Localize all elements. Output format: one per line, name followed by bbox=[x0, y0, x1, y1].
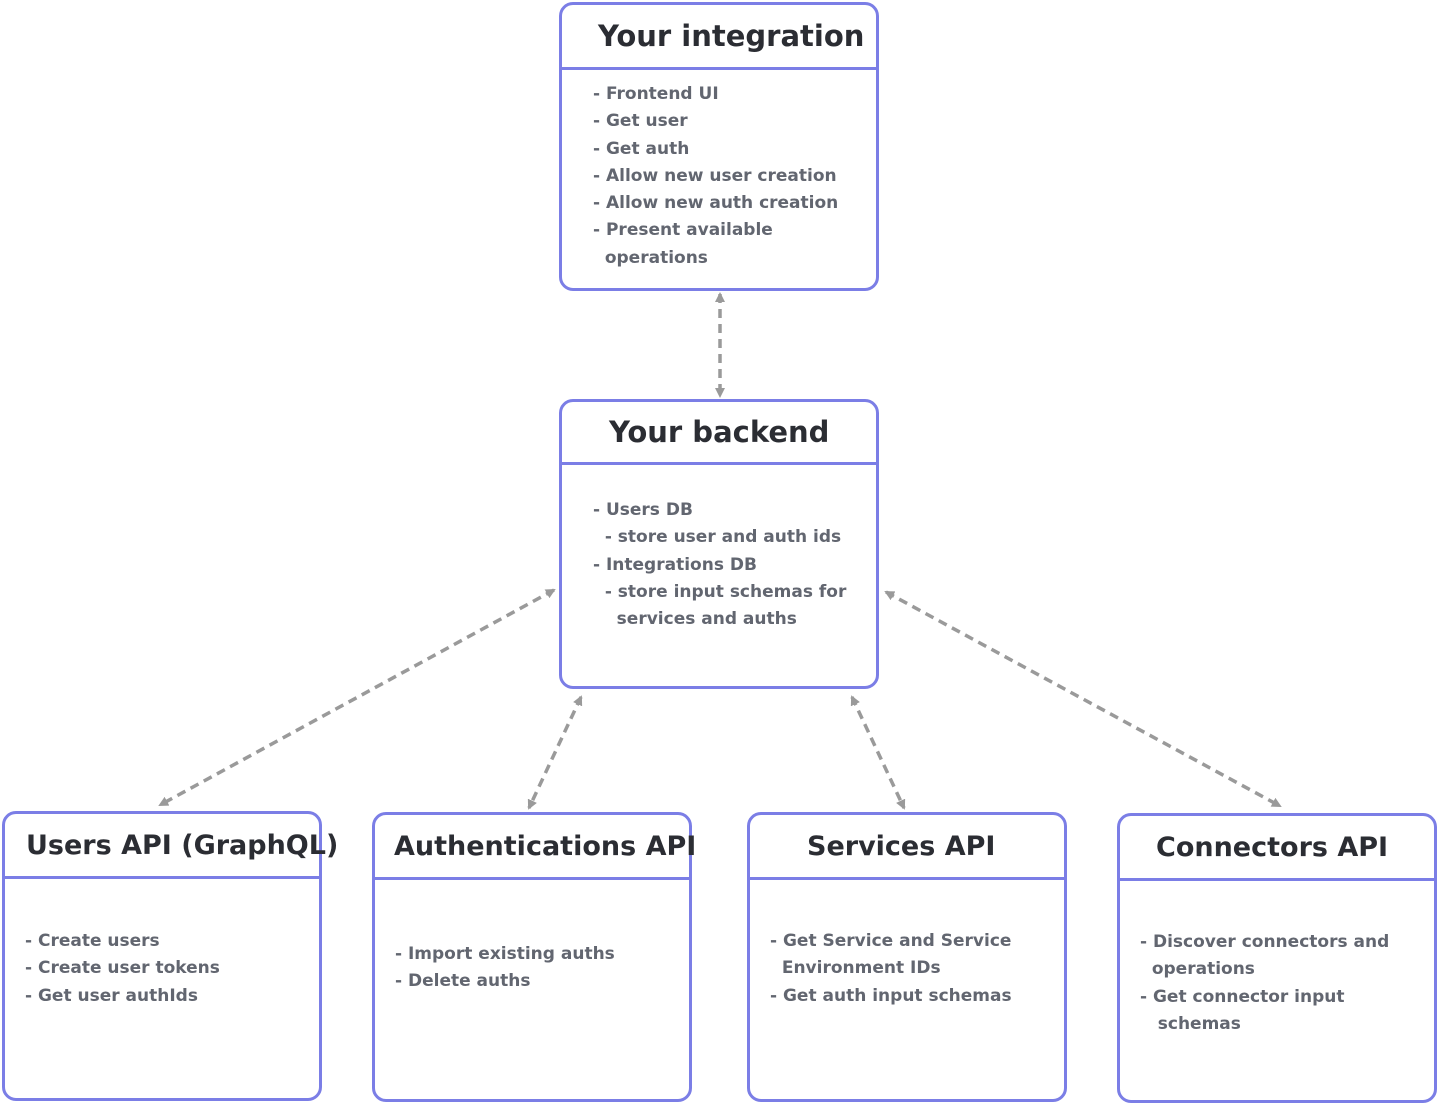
node-line: - Discover connectors and bbox=[1140, 932, 1390, 952]
node-authentications-api: Authentications API - Import existing au… bbox=[372, 812, 696, 1102]
node-line: - Present available bbox=[593, 220, 773, 241]
node-body: - Discover connectors and operations - Ge… bbox=[1140, 929, 1389, 1038]
node-services-api: Services API - Get Service and Service E… bbox=[747, 812, 1067, 1102]
node-line: - Users DB bbox=[593, 500, 693, 520]
node-line: - Allow new user creation bbox=[593, 165, 837, 186]
node-title: Your backend bbox=[562, 402, 876, 465]
node-line: services and auths bbox=[593, 609, 797, 630]
node-line: - Get Service and Service bbox=[770, 931, 1012, 951]
node-line: - Allow new auth creation bbox=[593, 193, 839, 214]
node-your-integration: Your integration - Frontend UI - Get user… bbox=[559, 2, 879, 291]
node-line: operations bbox=[1140, 959, 1255, 980]
node-body: - Frontend UI - Get user - Get auth - Allow… bbox=[593, 81, 838, 272]
node-body: - Create users - Create user tokens - Get … bbox=[25, 928, 220, 1010]
node-line: - Frontend UI bbox=[593, 84, 719, 104]
node-line: operations bbox=[593, 247, 708, 268]
node-title: Authentications API bbox=[375, 815, 696, 880]
node-line: - store user and auth ids bbox=[593, 527, 842, 548]
node-your-backend: Your backend - Users DB - store user and… bbox=[559, 399, 879, 689]
node-body: - Get Service and Service Environment ID… bbox=[770, 928, 1012, 1010]
node-line: - Integrations DB bbox=[593, 554, 757, 575]
node-line: - store input schemas for bbox=[593, 581, 847, 602]
node-connectors-api: Connectors API - Discover connectors and… bbox=[1117, 813, 1437, 1103]
node-body: - Import existing auths - Delete auths bbox=[395, 941, 615, 996]
node-line: schemas bbox=[1140, 1013, 1241, 1034]
node-line: - Get user bbox=[593, 111, 688, 132]
node-title: Users API (GraphQL) bbox=[5, 814, 338, 879]
node-line: - Create users bbox=[25, 931, 160, 951]
edge-backend-auth-api bbox=[527, 695, 583, 810]
node-title: Your integration bbox=[562, 5, 876, 70]
node-line: - Create user tokens bbox=[25, 958, 220, 979]
edge-backend-users-api bbox=[158, 588, 556, 807]
node-line: Environment IDs bbox=[770, 958, 941, 979]
node-body: - Users DB - store user and auth ids - In… bbox=[593, 497, 846, 633]
edge-backend-services-api bbox=[850, 695, 906, 810]
node-line: - Get connector input bbox=[1140, 986, 1345, 1007]
edge-backend-connectors-api bbox=[884, 590, 1282, 808]
node-title: Services API bbox=[750, 815, 1064, 880]
node-line: - Get user authIds bbox=[25, 985, 198, 1006]
node-line: - Get auth input schemas bbox=[770, 985, 1012, 1006]
node-line: - Import existing auths bbox=[395, 944, 615, 964]
node-line: - Delete auths bbox=[395, 971, 531, 992]
node-line: - Get auth bbox=[593, 138, 690, 159]
node-title: Connectors API bbox=[1120, 816, 1434, 881]
node-users-api: Users API (GraphQL) - Create users- Crea… bbox=[2, 811, 338, 1101]
